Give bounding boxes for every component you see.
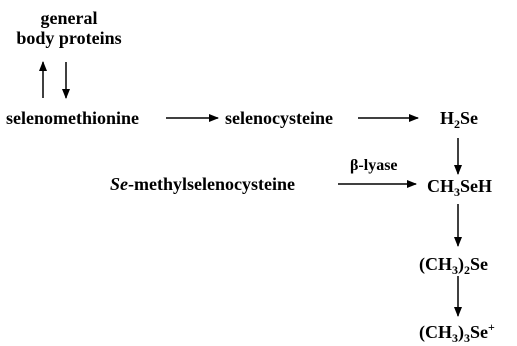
node-se-methylselenocysteine: Se-methylselenocysteine — [110, 174, 295, 194]
tms-sup: + — [488, 320, 495, 334]
tms-sub2: 3 — [464, 331, 470, 345]
node-ch3seh: CH3SeH — [427, 176, 493, 199]
node-selenomethionine: selenomethionine — [6, 108, 139, 128]
semsc-rest: -methylselenocysteine — [128, 174, 295, 194]
node-h2se: H2Se — [440, 108, 479, 131]
h2se-sub: 2 — [454, 117, 461, 131]
ch3seh-sub: 3 — [454, 185, 460, 199]
body-proteins-label: body proteins — [16, 28, 122, 48]
dms-sub1: 3 — [452, 263, 458, 277]
tms-se: Se — [470, 322, 488, 342]
h2se-se: Se — [460, 108, 479, 128]
semsc-italic: Se — [110, 174, 128, 194]
ch3seh-ch: CH — [427, 176, 454, 196]
node-dimethylselenide: (CH3)2Se — [419, 254, 488, 277]
dms-sub2: 2 — [464, 263, 470, 277]
ch3seh-rest: SeH — [460, 176, 493, 196]
general-label: general — [40, 8, 98, 28]
tms-sub1: 3 — [452, 331, 458, 345]
h2se-h: H — [440, 108, 455, 128]
dms-close: ) — [458, 254, 464, 274]
node-general-body-proteins: general body proteins — [0, 8, 138, 48]
edge-label-beta-lyase: β-lyase — [350, 157, 398, 174]
node-trimethylselenonium: (CH3)3Se+ — [419, 320, 495, 345]
tms-close: ) — [458, 322, 464, 342]
dms-se: Se — [470, 254, 488, 274]
dms-open: (CH — [419, 254, 452, 274]
node-selenocysteine: selenocysteine — [225, 108, 333, 128]
tms-open: (CH — [419, 322, 452, 342]
